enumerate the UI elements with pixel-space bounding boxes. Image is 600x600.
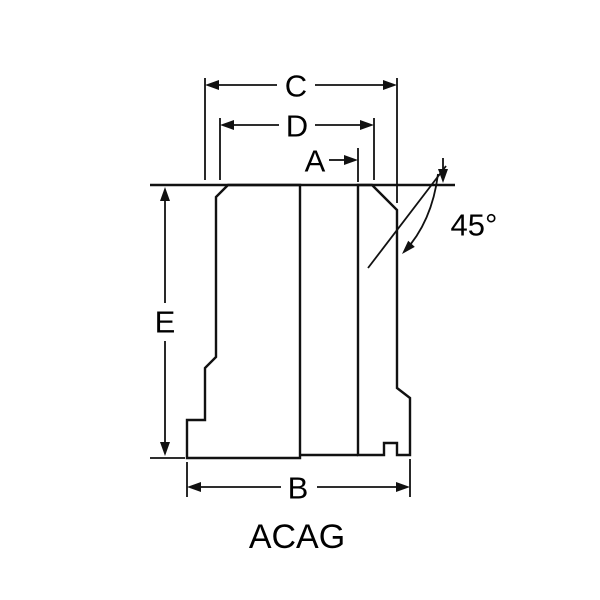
dimension-c: C	[204, 69, 398, 203]
arrowhead-right	[360, 120, 374, 130]
dimension-label-c: C	[285, 69, 307, 104]
arrowhead-left	[220, 120, 234, 130]
dimension-a: A	[305, 144, 359, 182]
part-right-section-hatched	[356, 183, 412, 457]
arrowhead-left	[205, 80, 219, 90]
arrowhead-down	[160, 442, 170, 456]
part-geometry	[150, 183, 455, 460]
arrowhead-right	[344, 155, 358, 165]
angle-reference-line	[367, 165, 447, 269]
arc-arrowhead	[402, 240, 415, 254]
arrowhead-up	[160, 187, 170, 201]
dimension-e: E	[150, 187, 185, 459]
arrowhead-left	[187, 482, 201, 492]
part-name-label: ACAG	[249, 518, 345, 556]
angle-label: 45°	[451, 208, 498, 243]
part-left-section	[185, 183, 302, 460]
arrowhead-right	[383, 80, 397, 90]
dimension-b: B	[186, 459, 411, 506]
dimension-label-d: D	[286, 109, 308, 144]
dimension-label-a: A	[305, 144, 326, 179]
dimension-d: D	[219, 109, 375, 180]
arrowhead-down	[438, 169, 448, 183]
angle-annotation-45deg: 45°	[367, 158, 498, 269]
arrowhead-right	[396, 482, 410, 492]
dimension-label-e: E	[155, 305, 176, 340]
dimension-label-b: B	[288, 471, 309, 506]
